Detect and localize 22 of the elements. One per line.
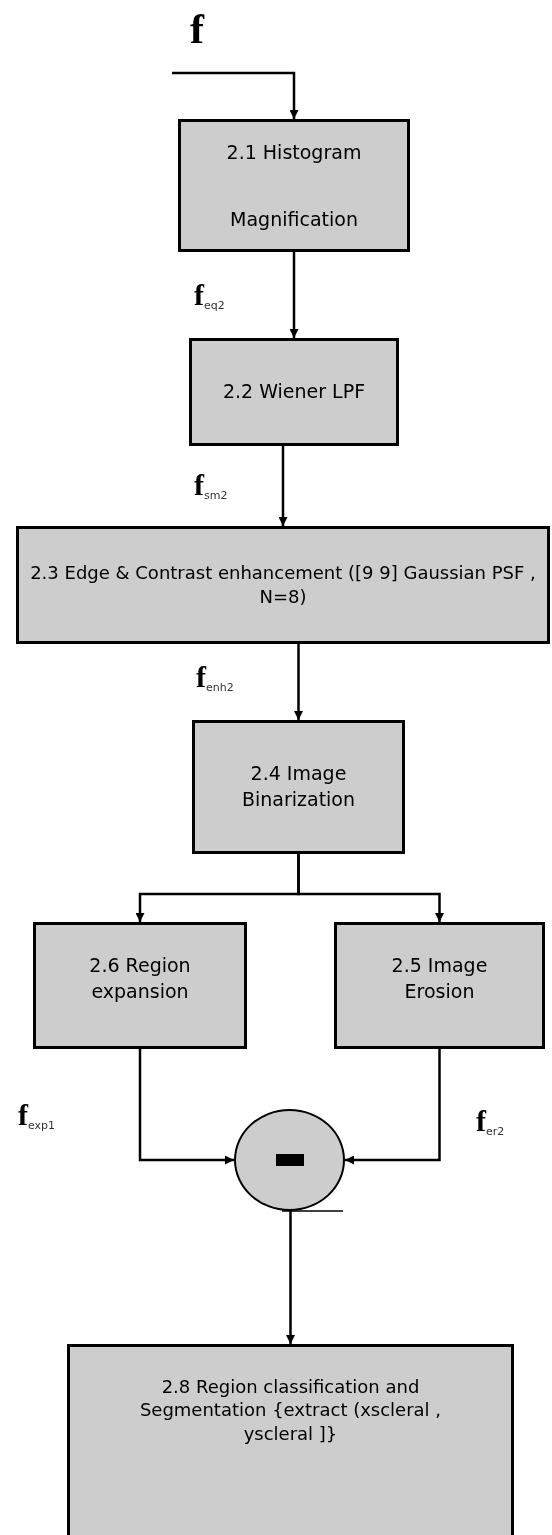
process-label: 2.6 Region expansion: [88, 953, 192, 1004]
process-box: [16, 526, 550, 644]
arrow: [289, 252, 299, 338]
process-box: [192, 720, 405, 854]
arrow: [278, 446, 288, 526]
process-label: 2.2 Wiener LPF: [222, 379, 366, 405]
process-box: [67, 1344, 514, 1535]
process-label: 2.4 Image Binarization: [240, 761, 357, 812]
process-label: 2.8 Region classification and Segmentation {extract (xscleral , yscleral ]}: [138, 1375, 443, 1446]
process-label: 2.1 Histogram Magnification: [225, 140, 363, 232]
process-box: [178, 119, 410, 252]
arrow: [294, 644, 303, 720]
process-box: [189, 338, 399, 446]
arrow: [297, 854, 444, 922]
process-label: 2.5 Image Erosion: [390, 953, 489, 1004]
arrow: [138, 1049, 234, 1165]
process-box: [334, 922, 545, 1049]
arrow: [172, 71, 299, 119]
arrow: [345, 1049, 441, 1165]
process-box: [33, 922, 247, 1049]
process-label: 2.3 Edge & Contrast enhancement ([9 9] Gaussian PSF , N=8): [29, 560, 537, 609]
arrow: [286, 1211, 295, 1344]
